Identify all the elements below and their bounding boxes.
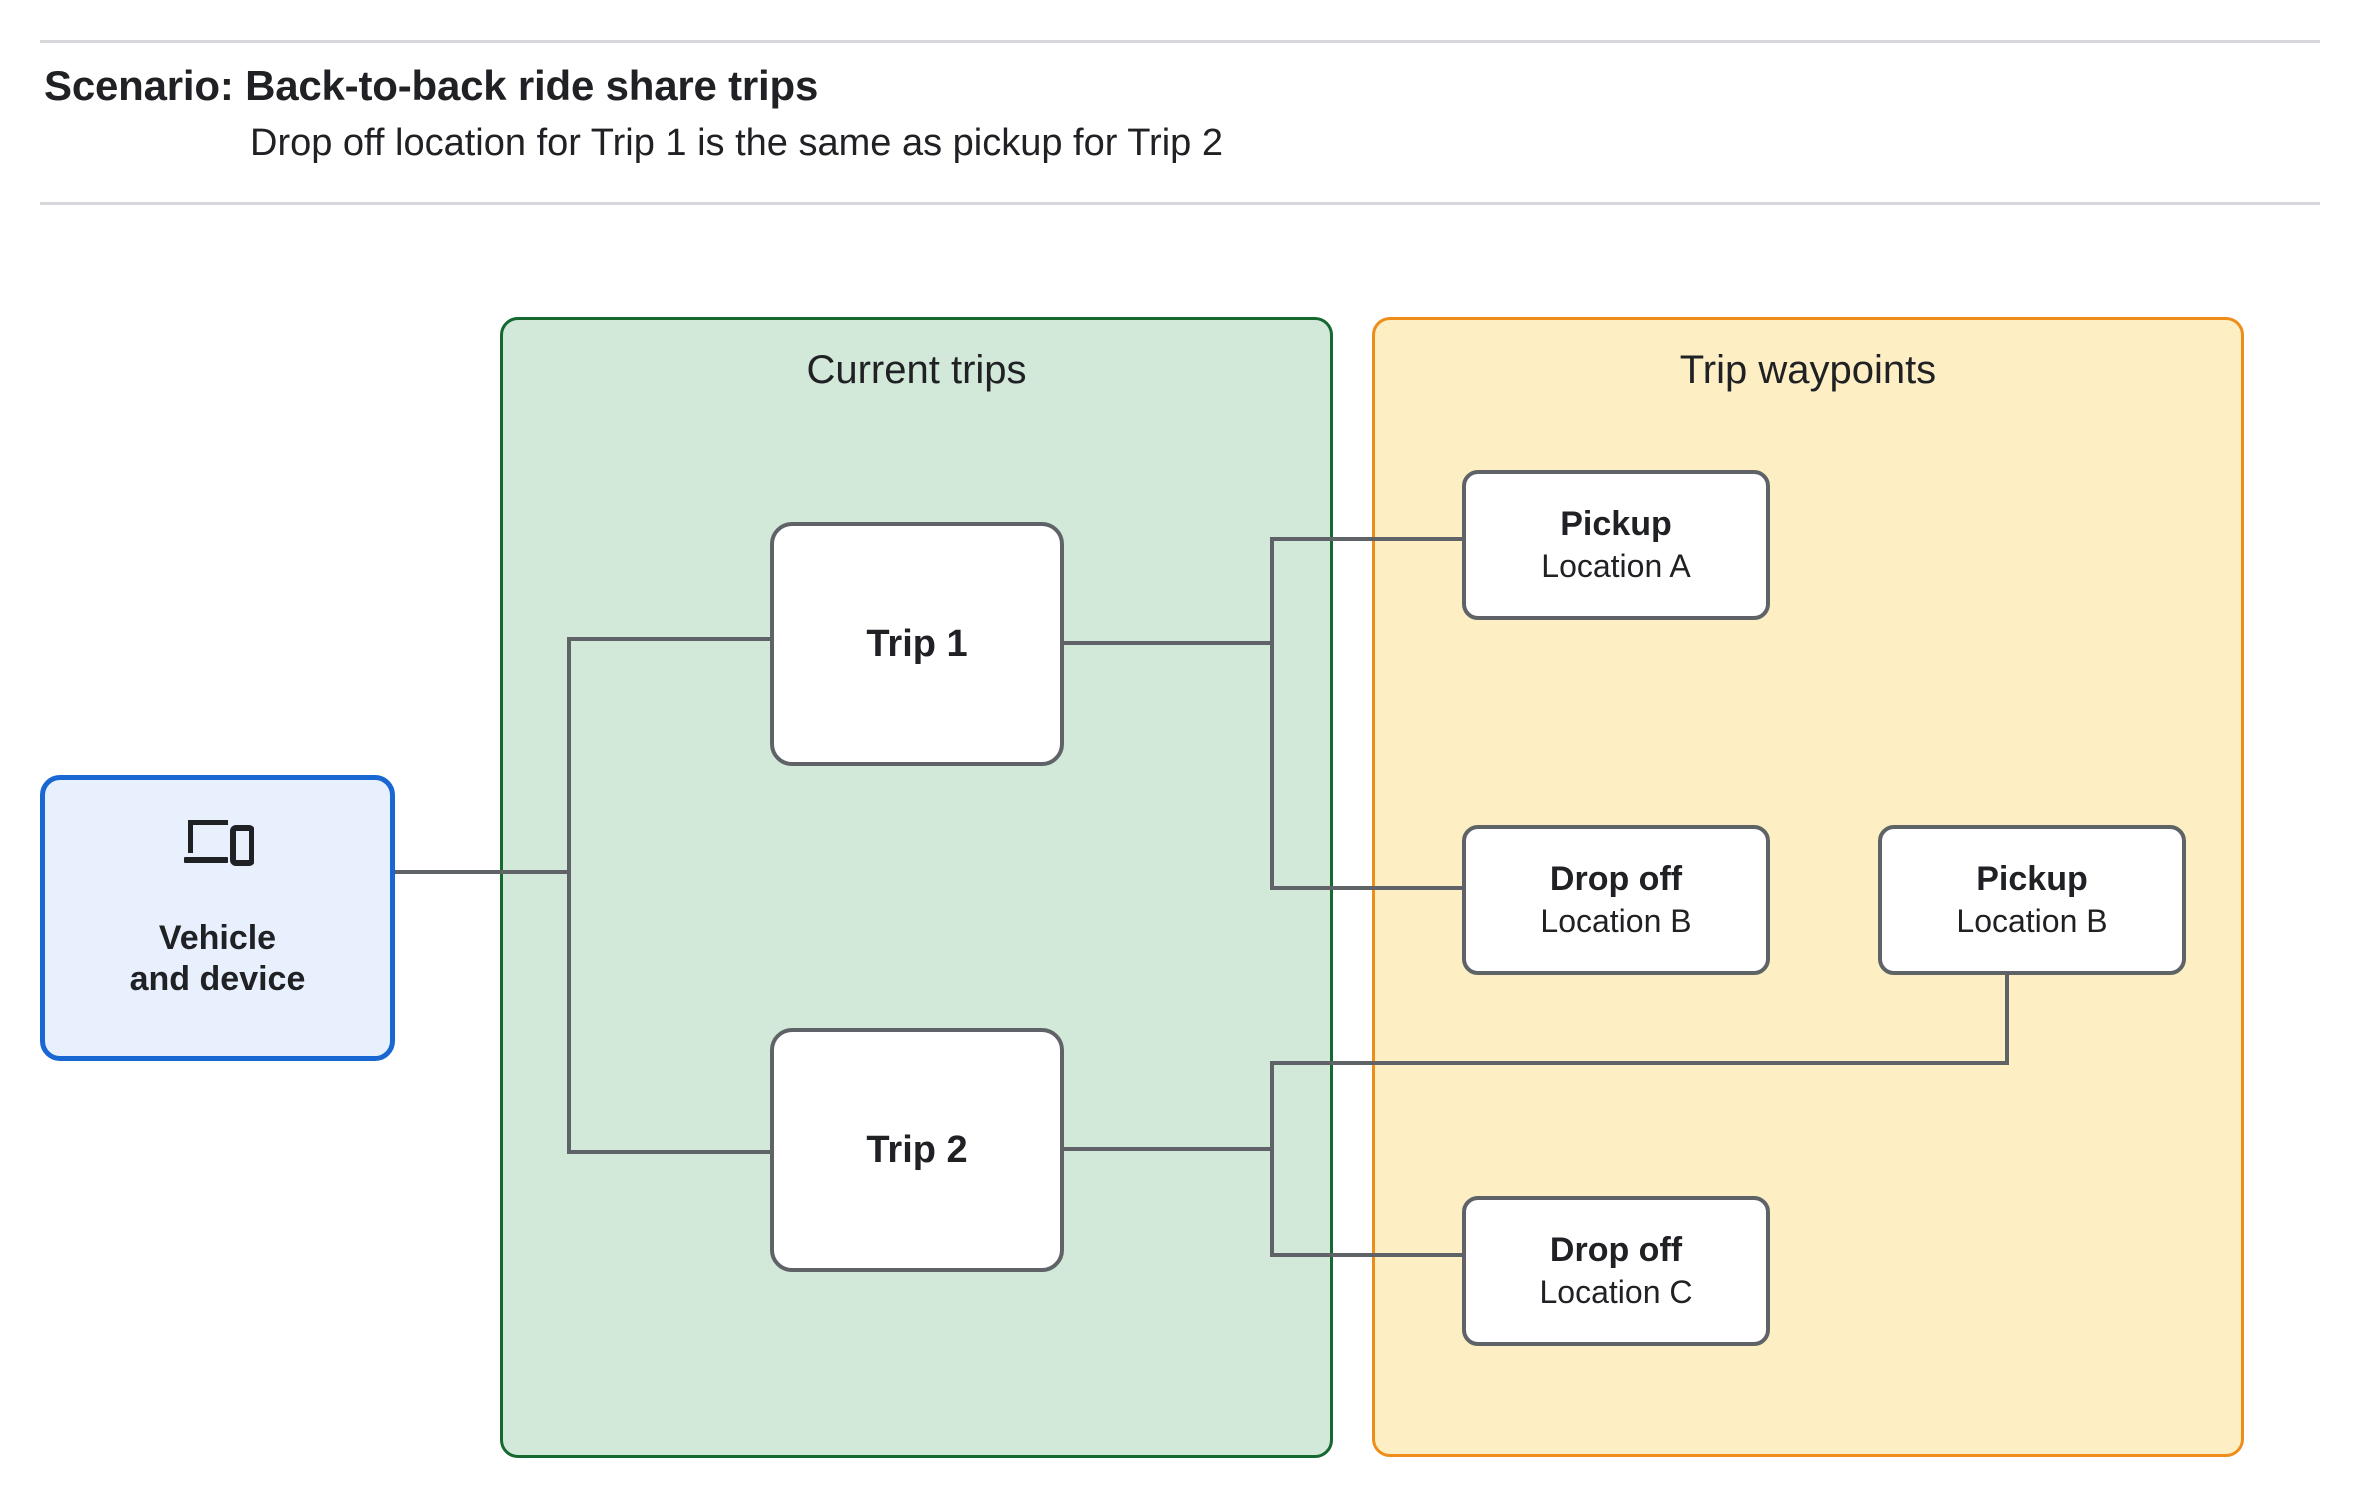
node-trip-1-label: Trip 1 xyxy=(866,622,968,665)
waypoint-dropoff-b-title: Drop off xyxy=(1549,860,1683,899)
edge-trip-2-to-pickup-b xyxy=(1270,1061,2009,1065)
edge-trip-1-to-dropoff-b xyxy=(1270,886,1466,890)
waypoint-dropoff-c-location: Location C xyxy=(1539,1274,1693,1311)
node-waypoint-dropoff-c[interactable]: Drop off Location C xyxy=(1462,1196,1770,1346)
header-divider-top xyxy=(40,40,2320,43)
node-waypoint-pickup-b[interactable]: Pickup Location B xyxy=(1878,825,2186,975)
vehicle-and-device-label: Vehicle and device xyxy=(129,919,306,999)
panel-current-trips-title: Current trips xyxy=(806,348,1027,392)
panel-trip-waypoints-title: Trip waypoints xyxy=(1679,348,1937,392)
waypoint-pickup-a-title: Pickup xyxy=(1560,505,1672,544)
node-waypoint-dropoff-b[interactable]: Drop off Location B xyxy=(1462,825,1770,975)
waypoint-pickup-b-location: Location B xyxy=(1956,903,2108,940)
edge-trip-2-junction-bus xyxy=(1270,1061,1274,1257)
edge-bus-to-trip-1 xyxy=(567,637,774,641)
page-subtitle: Drop off location for Trip 1 is the same… xyxy=(250,122,1223,164)
waypoint-dropoff-b-location: Location B xyxy=(1540,903,1692,940)
laptop-and-phone-icon xyxy=(183,820,254,866)
panel-current-trips: Current trips xyxy=(500,317,1333,1458)
edge-trip-fanout-bus xyxy=(567,637,571,1154)
edge-trip-2-to-junction xyxy=(1060,1147,1274,1151)
edge-trip-1-to-junction xyxy=(1060,641,1274,645)
node-trip-2-label: Trip 2 xyxy=(866,1128,968,1171)
edge-vehicle-to-bus xyxy=(395,870,571,874)
waypoint-pickup-a-location: Location A xyxy=(1541,548,1691,585)
edge-bus-to-trip-2 xyxy=(567,1150,774,1154)
edge-trip-1-to-pickup-a xyxy=(1270,537,1466,541)
node-trip-1[interactable]: Trip 1 xyxy=(770,522,1064,766)
edge-trip-2-to-dropoff-c xyxy=(1270,1253,1466,1257)
page-title: Scenario: Back-to-back ride share trips xyxy=(44,62,819,109)
edge-pickup-b-drop-leg xyxy=(2005,970,2009,1065)
waypoint-pickup-b-title: Pickup xyxy=(1976,860,2088,899)
waypoint-dropoff-c-title: Drop off xyxy=(1549,1231,1683,1270)
node-trip-2[interactable]: Trip 2 xyxy=(770,1028,1064,1272)
edge-trip-1-junction-bus xyxy=(1270,537,1274,890)
header-divider-bottom xyxy=(40,202,2320,205)
node-waypoint-pickup-a[interactable]: Pickup Location A xyxy=(1462,470,1770,620)
node-vehicle-and-device[interactable]: Vehicle and device xyxy=(40,775,395,1061)
